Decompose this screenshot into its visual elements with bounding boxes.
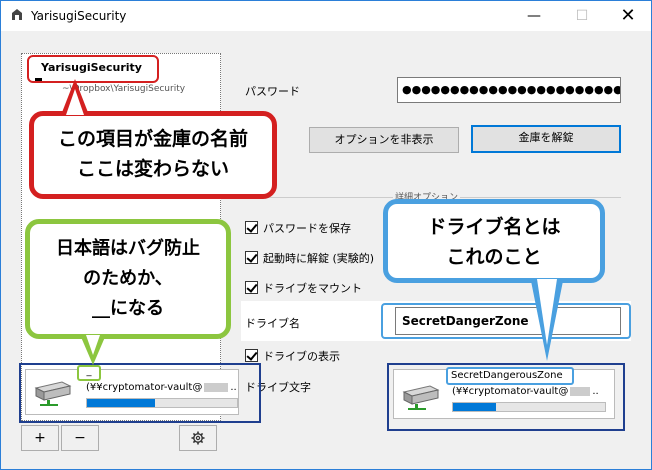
blue-callout: ドライブ名とは これのこと xyxy=(383,199,605,283)
red-callout: この項目が金庫の名前 ここは変わらない xyxy=(29,111,277,199)
checkbox-checked[interactable] xyxy=(245,281,258,294)
right-drive-highlight xyxy=(387,363,625,431)
remove-vault-button[interactable]: − xyxy=(61,425,99,451)
title-bar: YarisugiSecurity — ☐ ✕ xyxy=(1,1,651,31)
drive-card-underscore[interactable]: (¥¥cryptomator-vault@.. xyxy=(25,369,239,415)
vault-path: ~\Dropbox\YarisugiSecurity xyxy=(62,84,186,94)
gear-icon xyxy=(191,431,205,445)
red-callout-tail-inner xyxy=(66,89,84,115)
blue-callout-line1: ドライブ名とは xyxy=(427,216,561,238)
unlock-vault-button[interactable]: 金庫を解錠 xyxy=(471,125,621,153)
drive-name-secret: SecretDangerousZone xyxy=(446,367,574,385)
drive-path-text: (¥¥cryptomator-vault@ xyxy=(452,386,569,397)
drive-usage-bar xyxy=(452,402,606,412)
password-label: パスワード xyxy=(245,85,300,98)
add-vault-button[interactable]: + xyxy=(21,425,59,451)
green-callout-tail-inner xyxy=(86,335,100,355)
redacted-block xyxy=(570,386,591,396)
drive-letter-label: ドライブ文字 xyxy=(245,381,311,394)
maximize-button[interactable]: ☐ xyxy=(575,8,589,24)
vault-name-highlight xyxy=(27,55,159,83)
show-drive-label: ドライブの表示 xyxy=(263,350,340,363)
drive-name-label: ドライブ名 xyxy=(245,317,300,330)
drive-usage-fill xyxy=(453,403,496,411)
blue-callout-tail-inner xyxy=(537,279,557,345)
drive-name-underscore: _ xyxy=(77,365,101,381)
drive-usage-fill xyxy=(87,399,155,407)
drive-usage-bar xyxy=(86,398,238,408)
unlock-on-start-label: 起動時に解錠 (実験的) xyxy=(263,252,375,265)
hide-options-button[interactable]: オプションを非表示 xyxy=(309,127,459,153)
settings-button[interactable] xyxy=(179,425,217,451)
red-callout-line2: ここは変わらない xyxy=(76,158,229,180)
close-button[interactable]: ✕ xyxy=(620,5,636,26)
checkbox-checked[interactable] xyxy=(245,349,258,362)
window-title: YarisugiSecurity xyxy=(31,9,127,23)
green-callout-line3: __になる xyxy=(92,298,164,319)
drive-path-suffix: .. xyxy=(592,386,599,397)
checkbox-checked[interactable] xyxy=(245,251,258,264)
save-password-label: パスワードを保存 xyxy=(263,222,351,235)
drive-path-text: (¥¥cryptomator-vault@ xyxy=(86,382,203,393)
password-input[interactable]: ●●●●●●●●●●●●●●●●●●●●●●●●●●●● xyxy=(397,77,621,103)
drive-name-highlight xyxy=(381,303,631,339)
drive-path-suffix: .. xyxy=(230,382,237,393)
redacted-block xyxy=(204,382,229,392)
network-drive-icon xyxy=(402,385,440,410)
mount-drive-label: ドライブをマウント xyxy=(263,282,362,295)
vault-name: YarisugiSecurity xyxy=(35,57,148,78)
checkbox-checked[interactable] xyxy=(245,221,258,234)
green-callout-line1: 日本語はバグ防止 xyxy=(56,238,200,259)
drive-path: (¥¥cryptomator-vault@.. xyxy=(86,382,237,393)
vault-app-icon xyxy=(12,9,22,20)
green-callout: 日本語はバグ防止 のためか、 __になる xyxy=(25,219,231,339)
drive-path: (¥¥cryptomator-vault@.. xyxy=(452,386,599,397)
left-drive-highlight xyxy=(19,363,261,423)
blue-callout-line2: これのこと xyxy=(446,246,542,268)
green-callout-line2: のためか、 xyxy=(83,268,173,289)
drive-name-input[interactable]: SecretDangerZone xyxy=(395,307,621,335)
network-drive-icon xyxy=(34,381,72,406)
minimize-button[interactable]: — xyxy=(527,8,541,24)
red-callout-line1: この項目が金庫の名前 xyxy=(57,128,248,150)
